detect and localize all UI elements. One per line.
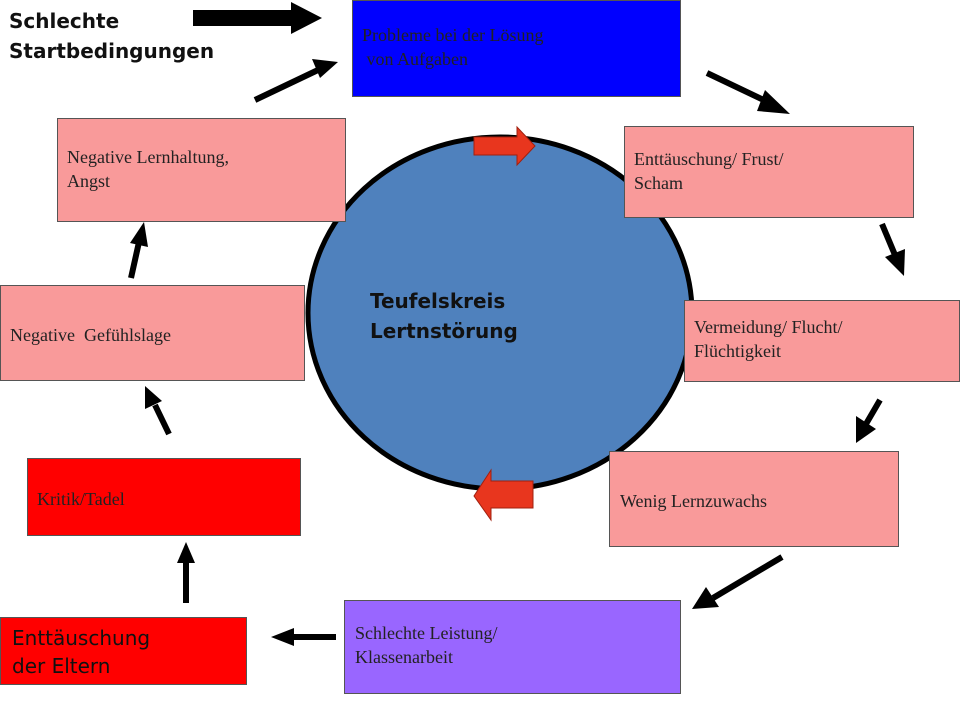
box-kritik: Kritik/Tadel: [27, 458, 301, 536]
box-lernzuwachs-label: Wenig Lernzuwachs: [620, 491, 767, 511]
box-gefuehlslage: Negative Gefühlslage: [0, 285, 305, 381]
box-lernhaltung: Negative Lernhaltung, Angst: [57, 118, 346, 222]
box-lernzuwachs: Wenig Lernzuwachs: [609, 451, 899, 547]
arrow-8-head-icon: [130, 222, 148, 247]
cycle-arrows: [128, 59, 905, 646]
box-eltern-label: Enttäuschung der Eltern: [12, 626, 151, 678]
arrow-9-icon: [253, 67, 320, 103]
box-probleme: Probleme bei der Lösung von Aufgaben: [352, 0, 681, 97]
box-kritik-label: Kritik/Tadel: [37, 489, 125, 509]
center-label: Teufelskreis Lertnstörung: [370, 289, 518, 343]
box-gefuehlslage-label: Negative Gefühlslage: [10, 325, 171, 345]
red-arrow-left-icon: [473, 468, 534, 522]
arrow-2-icon: [879, 222, 898, 257]
box-leistung-label: Schlechte Leistung/ Klassenarbeit: [355, 623, 498, 667]
arrow-6-head-icon: [177, 542, 195, 563]
box-vermeidung: Vermeidung/ Flucht/ Flüchtigkeit: [684, 300, 960, 382]
arrow-3-icon: [863, 398, 883, 426]
box-enttaeuschung-label: Enttäuschung/ Frust/ Scham: [634, 149, 784, 193]
arrow-1-icon: [705, 70, 774, 107]
arrow-9-head-icon: [312, 59, 338, 78]
red-arrow-right-icon: [473, 125, 536, 167]
arrow-4-head-icon: [692, 587, 719, 609]
box-vermeidung-label: Vermeidung/ Flucht/ Flüchtigkeit: [694, 317, 843, 361]
arrow-8-icon: [128, 241, 142, 279]
arrow-7-icon: [152, 403, 172, 436]
arrow-5-head-icon: [271, 628, 294, 646]
arrow-7-head-icon: [145, 386, 162, 409]
arrow-1-head-icon: [757, 90, 790, 114]
start-arrow-icon: [193, 2, 322, 34]
box-probleme-label: Probleme bei der Lösung von Aufgaben: [362, 25, 544, 69]
arrow-3-head-icon: [856, 416, 876, 443]
box-eltern: Enttäuschung der Eltern: [0, 617, 247, 685]
box-enttaeuschung: Enttäuschung/ Frust/ Scham: [624, 126, 914, 218]
arrow-4-icon: [711, 554, 784, 601]
start-label: Schlechte Startbedingungen: [9, 9, 215, 63]
box-lernhaltung-label: Negative Lernhaltung, Angst: [67, 147, 229, 191]
arrow-2-head-icon: [885, 249, 905, 276]
box-leistung: Schlechte Leistung/ Klassenarbeit: [344, 600, 681, 694]
